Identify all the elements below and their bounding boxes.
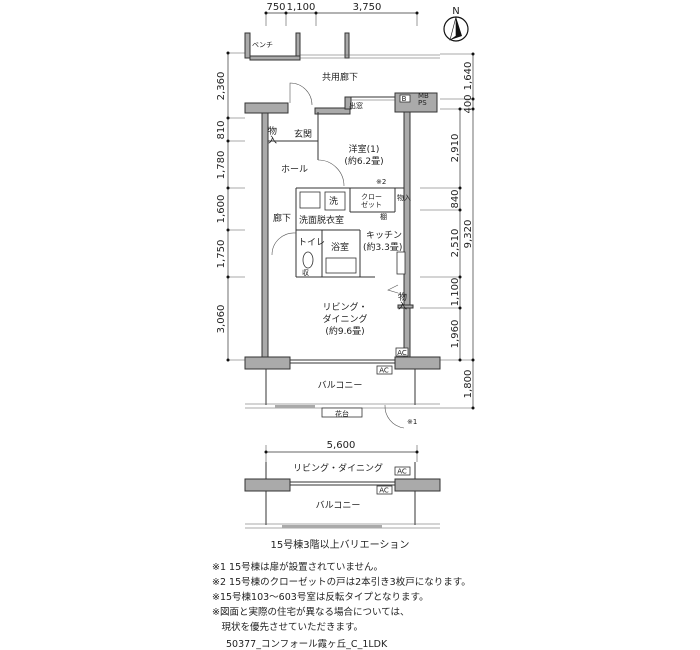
flower-stand-label: 花台: [335, 409, 349, 418]
dim-variation-width: 5,600: [327, 440, 356, 451]
storage-entry-label: 物入: [266, 125, 277, 144]
bathroom-label: 浴室: [331, 241, 349, 253]
variation-balcony-label: バルコニー: [316, 500, 361, 511]
washer-label: 洗: [329, 195, 338, 207]
balcony: AC バルコニー 花台 ※1: [245, 365, 440, 429]
note-2: ※15号棟103～603号室は反転タイプとなります。: [212, 591, 429, 603]
variation-living-label: リビング・ダイニング: [293, 462, 383, 474]
note1-mark: ※1: [407, 418, 417, 426]
unit-walls: [244, 82, 441, 370]
plan-code: 50377_コンフォール霞ヶ丘_C_1LDK: [226, 639, 388, 650]
closet-label-1: クロー: [361, 193, 382, 201]
dim-left-2: 1,780: [216, 151, 227, 180]
kitchen-size: (約3.3畳): [363, 241, 402, 253]
kitchen-label: キッチン: [366, 230, 402, 241]
washroom-label: 洗面脱衣室: [299, 214, 344, 226]
right-dimension: 2,910 840 2,510 1,100 1,960 1,640 400 9,…: [420, 52, 475, 410]
compass-label: N: [452, 6, 459, 17]
western-room-size: (約6.2畳): [344, 155, 383, 167]
storage-kitchen-label: 物入: [397, 193, 411, 202]
variation-plan: 5,600 AC AC リビング・ダイニング バルコニー 15号棟3階以上バリエ…: [244, 440, 441, 551]
dim-right-inner-3: 1,100: [450, 278, 461, 307]
ac-outdoor-label: AC: [379, 367, 389, 375]
balcony-label: バルコニー: [318, 380, 363, 391]
dim-right-inner-1: 840: [450, 189, 461, 208]
ac-indoor-label: AC: [397, 349, 407, 357]
dim-right-inner-2: 2,510: [450, 229, 461, 258]
note-4: 現状を優先させていただきます。: [212, 621, 363, 633]
common-corridor-label: 共用廊下: [322, 71, 358, 83]
dim-top-0: 750: [266, 2, 285, 13]
living-label-1: リビング・: [322, 301, 367, 313]
shelf-label: 棚: [380, 212, 387, 221]
left-dimension: 2,360 810 1,780 1,600 1,750 3,060: [216, 51, 245, 362]
note-3: ※図面と実際の住宅が異なる場合については、: [212, 606, 410, 618]
living-size: (約9.6畳): [325, 325, 364, 337]
dim-top-2: 3,750: [353, 2, 382, 13]
dim-right-outer-0: 1,640: [463, 62, 474, 91]
dim-top-1: 1,100: [287, 2, 316, 13]
toilet-label: トイレ: [298, 238, 325, 248]
dim-right-inner-0: 2,910: [450, 134, 461, 163]
closet-label-2: ゼット: [361, 200, 382, 209]
hallway-label: 廊下: [273, 212, 291, 224]
note-1: ※2 15号棟のクローゼットの戸は2本引き3枚戸になります。: [212, 576, 471, 588]
bench-label: ベンチ: [252, 41, 273, 49]
mb-label: MB: [418, 92, 429, 100]
living-label-2: ダイニング: [322, 313, 367, 325]
top-dimension: 750 1,100 3,750: [264, 2, 419, 26]
dim-left-4: 1,750: [216, 240, 227, 269]
notes: ※1 15号棟は扉が設置されていません。 ※2 15号棟のクローゼットの戸は2本…: [212, 561, 471, 650]
dim-left-1: 810: [216, 120, 227, 139]
b-label: B: [402, 95, 407, 103]
north-compass-icon: N: [443, 6, 469, 42]
hall-label: ホール: [281, 164, 308, 175]
western-room-label: 洋室(1): [349, 143, 380, 155]
dim-right-outer-2: 9,320: [463, 220, 474, 249]
note-0: ※1 15号棟は扉が設置されていません。: [212, 561, 383, 573]
dim-right-outer-1: 400: [463, 94, 474, 113]
dim-right-outer-3: 1,800: [463, 370, 474, 399]
room-labels: 出窓 B MB PS 物入 玄関 洋室(1) (約6.2畳) ホール ※2 洗 …: [266, 92, 429, 357]
dim-left-5: 3,060: [216, 305, 227, 334]
entrance-label: 玄関: [294, 128, 312, 140]
dim-right-inner-4: 1,960: [450, 320, 461, 349]
dim-left-0: 2,360: [216, 72, 227, 101]
toilet-storage-label: 収: [302, 269, 309, 277]
dim-left-3: 1,600: [216, 195, 227, 224]
variation-ac-indoor: AC: [397, 468, 407, 476]
storage-living-label: 物入: [396, 291, 407, 310]
note2-mark: ※2: [376, 178, 386, 186]
bay-window-label: 出窓: [349, 101, 363, 110]
variation-caption: 15号棟3階以上バリエーション: [271, 538, 410, 551]
variation-ac-outdoor: AC: [379, 487, 389, 495]
common-corridor: ベンチ 共用廊下: [244, 32, 440, 83]
ps-label: PS: [418, 99, 427, 107]
